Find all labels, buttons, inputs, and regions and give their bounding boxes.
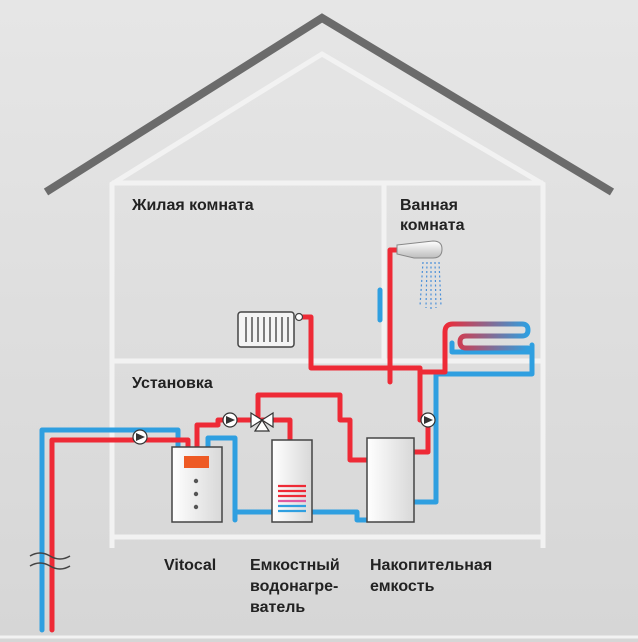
tank-caption-line3: ватель [250, 599, 306, 616]
pump-storage-circuit [420, 412, 436, 428]
radiator [237, 311, 304, 348]
three-way-valve [250, 411, 274, 432]
pipe-boiler-out-hot [194, 392, 370, 463]
ground-probe-break-icon [29, 552, 71, 570]
ground-probe-flow-pipe [49, 437, 191, 633]
storage-caption-line1: Накопительная [370, 557, 493, 574]
storage-tank [366, 437, 415, 523]
house-walls [109, 51, 546, 548]
shower-water [419, 261, 442, 310]
pump-ground-circuit [132, 429, 148, 445]
bathroom-label-line1: Ванная [400, 197, 459, 214]
pump-heating-circuit [222, 412, 238, 428]
pipe-floor-return-cold [449, 340, 535, 355]
roof [43, 13, 615, 196]
installation-room-label: Установка [132, 375, 213, 392]
pipe-radiator-hot [297, 314, 423, 375]
living-room-label: Жилая комната [132, 197, 254, 214]
vitocal-heat-pump [171, 446, 223, 523]
hot-water-tank [271, 439, 313, 523]
pipe-boiler-to-tank-cold [205, 435, 238, 523]
hot-pipes [49, 247, 448, 633]
shower-head-icon [396, 240, 443, 259]
vitocal-display [184, 456, 209, 468]
pipe-to-floor-heating-hot [417, 347, 448, 375]
tank-caption-line1: Емкостный [250, 557, 340, 574]
vitocal-caption: Vitocal [164, 557, 217, 574]
storage-caption-line2: емкость [370, 578, 435, 595]
bathroom-label-line2: комната [400, 217, 465, 234]
tank-caption-line2: водонагре- [250, 578, 339, 595]
floor-heating-coil [442, 321, 531, 353]
